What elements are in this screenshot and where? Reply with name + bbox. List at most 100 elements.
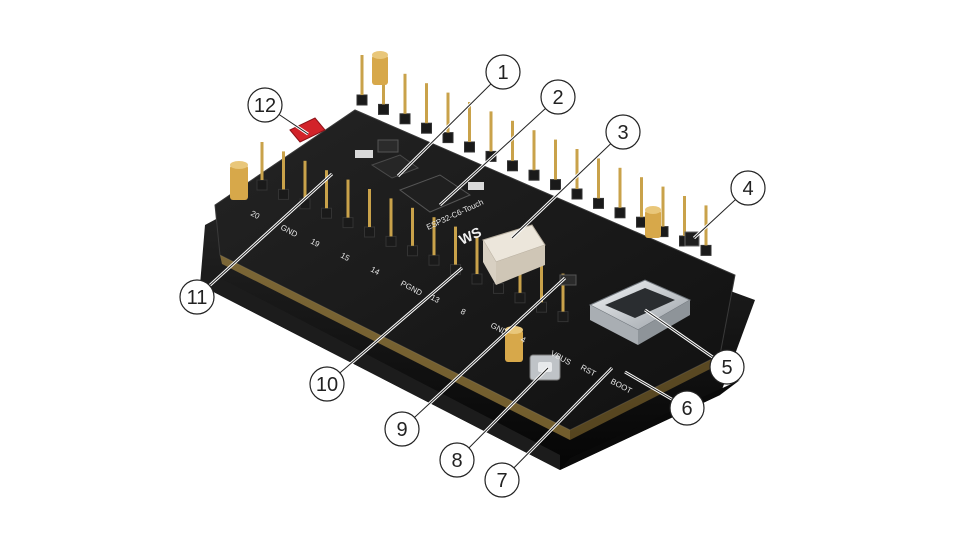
brass-standoffs	[230, 51, 661, 362]
callout-number: 1	[497, 62, 508, 84]
callout-7: 7	[484, 366, 614, 498]
header-pin	[532, 130, 536, 171]
callout-circle	[540, 79, 576, 115]
callout-circle	[309, 366, 345, 402]
callout-4: 4	[692, 170, 766, 240]
callout-6: 6	[624, 370, 705, 426]
callout-number: 8	[451, 450, 462, 472]
pin-base	[378, 103, 389, 115]
standoff-right	[645, 206, 661, 238]
header-pin	[368, 189, 371, 227]
header-pin	[303, 160, 307, 199]
pin-base	[507, 160, 518, 172]
red-led	[289, 117, 326, 143]
header-pin	[346, 179, 350, 218]
pin-base	[278, 188, 289, 200]
pin-base	[614, 207, 626, 219]
pin-base	[571, 188, 583, 200]
pin-base	[256, 179, 268, 191]
header-pin	[389, 198, 393, 237]
callout-number: 4	[742, 178, 753, 200]
callout-leader-line	[196, 173, 333, 298]
pin-base	[514, 292, 526, 304]
callout-number: 12	[254, 95, 276, 117]
header-pin	[554, 139, 557, 180]
header-pin	[403, 73, 407, 114]
callout-circle	[730, 170, 766, 206]
callout-10: 10	[309, 266, 463, 402]
header-pin	[475, 236, 479, 274]
callout-1: 1	[396, 54, 521, 178]
pin-label: 4	[519, 335, 528, 345]
callout-leader-line	[326, 267, 463, 385]
callout-circle	[669, 390, 705, 426]
header-pin	[468, 102, 471, 142]
callout-number: 3	[617, 122, 628, 144]
header-pin	[640, 177, 643, 218]
callout-number: 11	[187, 287, 208, 309]
standoff-left	[230, 161, 248, 200]
pin-base	[442, 132, 454, 144]
esp32-c6-chip	[370, 154, 472, 213]
callout-9: 9	[384, 276, 567, 447]
pin-base	[464, 141, 475, 153]
callout-circle	[485, 54, 521, 90]
callout-8: 8	[439, 366, 550, 478]
callout-circle	[247, 87, 283, 123]
header-pin	[489, 111, 493, 152]
header-pin	[511, 120, 514, 161]
pin-base	[399, 113, 411, 125]
header-pin	[454, 226, 457, 265]
pin-base	[700, 244, 712, 256]
pin-base	[493, 282, 504, 294]
pin-base	[550, 179, 561, 191]
pin-base	[356, 94, 368, 106]
callout-5: 5	[644, 308, 745, 385]
callout-number: 7	[496, 470, 507, 492]
header-pin	[540, 264, 543, 303]
header-pin	[411, 207, 414, 246]
callout-3: 3	[510, 114, 641, 240]
pin-base	[428, 254, 440, 266]
callout-leader-line	[397, 71, 504, 177]
header-pin	[446, 92, 450, 133]
callout-circle	[484, 462, 520, 498]
pin-label: 8	[459, 307, 468, 317]
callout-12: 12	[247, 87, 309, 136]
callout-leader-line	[511, 131, 624, 239]
pin-base	[471, 273, 483, 285]
header-pin	[683, 196, 686, 236]
callout-circle	[605, 114, 641, 150]
callout-circle	[439, 442, 475, 478]
header-pin	[618, 167, 622, 208]
callout-leader-line	[401, 277, 566, 430]
header-pin	[432, 217, 436, 256]
usb-c-port	[588, 279, 692, 345]
callout-2: 2	[438, 79, 576, 207]
pin-base	[385, 235, 397, 247]
pin-base	[407, 245, 418, 257]
callout-circle	[709, 349, 745, 385]
callout-number: 5	[721, 357, 732, 379]
pin-base	[364, 226, 375, 238]
pin-base	[593, 197, 604, 209]
standoff-top	[372, 51, 388, 85]
header-pin	[425, 83, 428, 124]
callout-11: 11	[179, 172, 334, 315]
header-pin	[325, 170, 328, 209]
callout-number: 9	[396, 419, 407, 441]
header-pin	[260, 142, 264, 180]
header-pin	[561, 273, 565, 312]
callout-leader-line	[439, 96, 559, 206]
pin-base	[421, 122, 432, 134]
header-pin	[597, 158, 600, 199]
pin-base	[557, 311, 569, 323]
header-pin	[360, 55, 364, 95]
header-pin	[661, 186, 665, 227]
battery-connector	[482, 224, 546, 285]
pin-base	[342, 217, 354, 229]
callout-circle	[179, 279, 215, 315]
callout-circle	[384, 411, 420, 447]
